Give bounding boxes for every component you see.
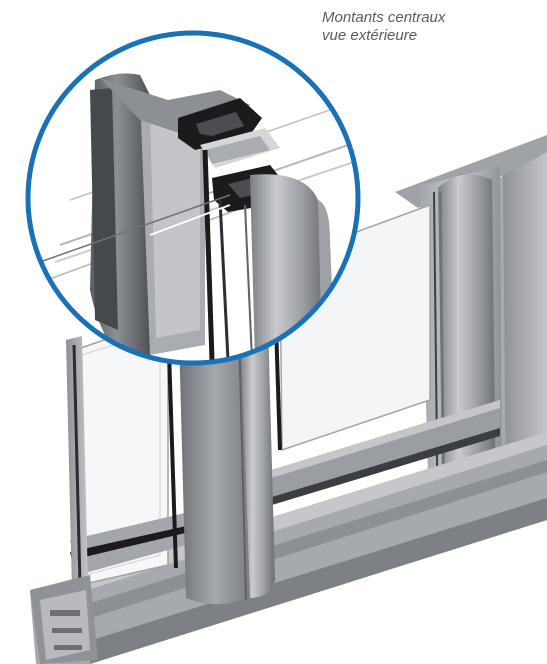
central-mullion-round	[240, 294, 275, 598]
lens-border	[25, 30, 361, 366]
caption-line-1: Montants centraux	[322, 9, 446, 26]
illustration-caption: Montants centraux vue extérieure	[322, 9, 537, 45]
caption-line-2: vue extérieure	[322, 27, 418, 44]
lens-profile-right	[250, 174, 325, 360]
magnified-detail-lens	[25, 30, 361, 366]
right-jamb	[502, 150, 547, 518]
central-mullion	[178, 290, 250, 605]
